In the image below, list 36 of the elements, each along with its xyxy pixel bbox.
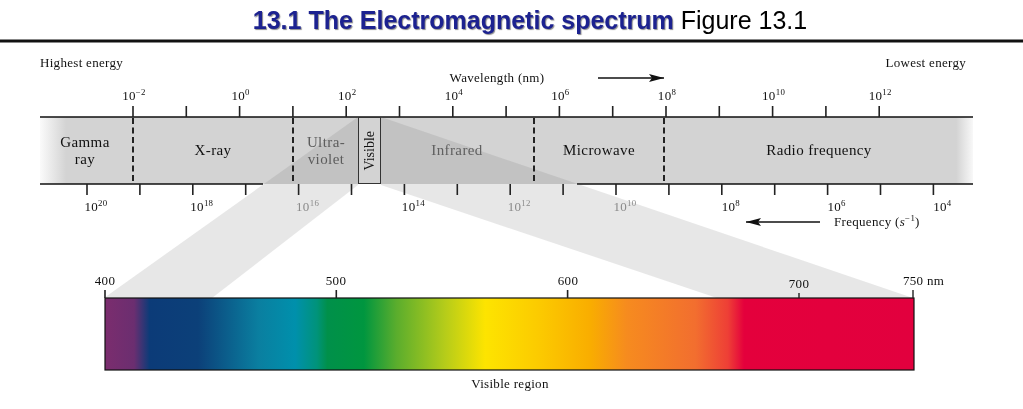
tick-label: 10$^{10}$ <box>762 88 786 104</box>
region-label: Gamma ray <box>54 133 116 167</box>
tick-label: 10$^{4}$ <box>933 199 952 215</box>
tick-label: 10$^{6}$ <box>827 199 846 215</box>
tick-label: 10$^{12}$ <box>507 199 531 215</box>
tick-label: 10$^{20}$ <box>84 199 108 215</box>
tick-label: 10$^{2}$ <box>338 88 357 104</box>
tick-label: 10$^{14}$ <box>401 199 425 215</box>
tick-label: 10$^{6}$ <box>551 88 570 104</box>
visible-band-box: Visible <box>358 117 381 184</box>
figure-title: 13.1 The Electromagnetic spectrum Figure 13.1 <box>252 7 808 35</box>
tick-label: 10$^{10}$ <box>613 199 637 215</box>
tick-label: 750 nm <box>903 273 945 289</box>
region-label: Microwave <box>563 141 635 159</box>
tick-label: 10$^{0}$ <box>231 88 250 104</box>
tick-label: 10$^{−2}$ <box>122 88 146 104</box>
tick-label: 10$^{12}$ <box>868 88 892 104</box>
visible-spectrum-bar <box>104 297 915 371</box>
tick-label: 10$^{8}$ <box>721 199 740 215</box>
tick-label: 10$^{18}$ <box>190 199 214 215</box>
tick-label: 600 <box>557 273 579 289</box>
axis-label: Frequency (s$^{−1}$) <box>834 214 920 230</box>
bar-label: Visible region <box>471 376 549 392</box>
energy-label: Lowest energy <box>885 55 966 71</box>
region-label: Radio frequency <box>766 141 872 159</box>
axis-label: Wavelength (nm) <box>449 70 545 86</box>
region-label: X-ray <box>194 141 232 159</box>
tick-label: 10$^{8}$ <box>657 88 677 104</box>
tick-label: 500 <box>325 273 347 289</box>
tick-label: 10$^{16}$ <box>296 199 320 215</box>
region-label: Infrared <box>431 141 483 159</box>
tick-label: 400 <box>94 273 116 289</box>
energy-label: Highest energy <box>40 55 124 71</box>
tick-label: 10$^{4}$ <box>444 88 463 104</box>
tick-label: 700 <box>788 276 810 292</box>
region-label: Ultra- violet <box>301 133 351 167</box>
